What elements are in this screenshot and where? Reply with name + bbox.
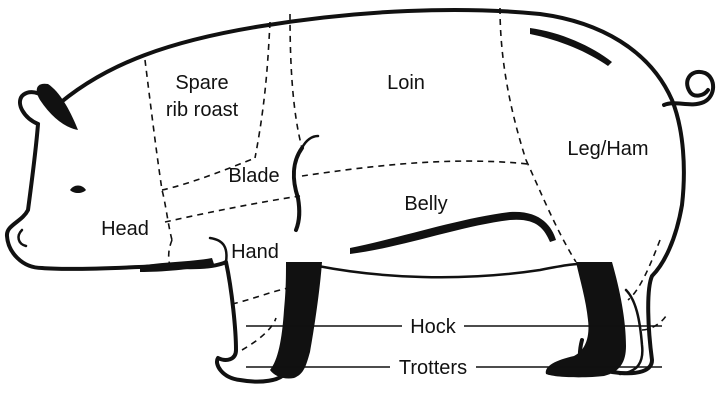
front-hock [270, 262, 322, 379]
belly-lower-line [318, 263, 598, 277]
cut-line-belly-top [302, 161, 528, 176]
label-leg-ham: Leg/Ham [567, 138, 648, 160]
haunch-curve [530, 28, 612, 66]
cut-line-head-bottom [169, 240, 172, 266]
cut-line-blade-bottom [165, 196, 300, 222]
label-trotters: Trotters [399, 357, 467, 379]
label-head: Head [101, 218, 149, 240]
snout-line [19, 230, 26, 246]
belly-curve [350, 212, 556, 254]
cut-line-hand-bottom [232, 288, 288, 304]
label-spare-rib-line2: rib roast [166, 99, 239, 121]
ear [37, 84, 78, 130]
cut-line-rear-hock-lower [642, 316, 666, 330]
cut-line-loin-right [500, 8, 526, 160]
cut-line-hand-lower [242, 318, 276, 350]
label-blade: Blade [228, 165, 279, 187]
cut-line-spare-rib-left [145, 60, 172, 240]
cut-line-ham-left [526, 160, 576, 262]
label-hand: Hand [231, 241, 279, 263]
label-loin: Loin [387, 72, 425, 94]
front-leg-line [210, 238, 226, 262]
jowl-stroke [140, 258, 214, 272]
rear-hock [546, 262, 626, 377]
label-hock: Hock [410, 316, 457, 338]
cut-line-spare-rib-right [255, 22, 270, 158]
label-belly: Belly [404, 193, 447, 215]
label-spare-rib-line1: Spare [175, 72, 228, 94]
shoulder-curve-top [302, 136, 318, 148]
shoulder-curve [294, 148, 302, 230]
eye [70, 186, 86, 194]
cut-line-loin-left [290, 14, 302, 148]
